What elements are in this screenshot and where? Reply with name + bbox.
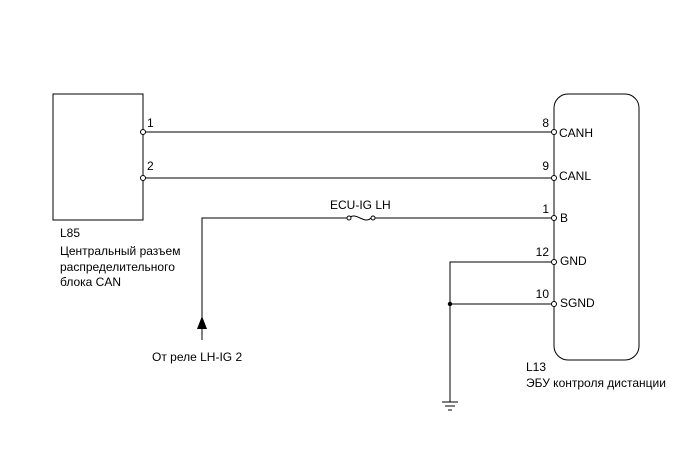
power-wire [201,217,349,318]
ecu-l13-box [553,93,640,361]
l13-pin-1-terminal [551,215,557,221]
l13-pin-12-name: GND [560,254,587,268]
l13-pin-8-terminal [551,129,557,135]
l13-pin-1-number: 1 [542,202,549,216]
l13-pin-10-name: SGND [560,296,595,310]
fuse-left-terminal [346,215,352,221]
fuse-right-terminal [370,215,376,221]
l13-pin-12-number: 12 [536,245,550,259]
l13-pin-1-name: B [560,211,568,225]
l85-pin-2-number: 2 [147,159,154,173]
l13-pin-9-terminal [551,175,557,181]
relay-arrow-icon [197,316,207,329]
l13-pin-10-number: 10 [536,287,550,301]
ecu-l13-id: L13 [526,360,546,374]
relay-source-label: От реле LH-IG 2 [152,350,242,364]
gnd-wire [449,261,554,402]
l13-pin-9-number: 9 [542,159,549,173]
connector-l85-name-line-3: блока CAN [60,275,121,289]
connector-l85-box [52,93,144,221]
l13-pin-8-name: CANH [559,126,593,140]
l13-pin-9-name: CANL [559,169,591,183]
ecu-l13-name: ЭБУ контроля дистанции [526,376,666,390]
l85-pin-1-number: 1 [147,116,154,130]
connector-l85-name-line-2: распределительного [60,260,175,274]
l13-pin-8-number: 8 [542,116,549,130]
l85-pin-2-terminal [140,175,146,181]
l13-pin-12-terminal [551,259,557,265]
ground-icon [442,401,458,411]
l13-pin-10-terminal [551,301,557,307]
l85-pin-1-terminal [140,129,146,135]
fuse-symbol [348,215,372,221]
fuse-label: ECU-IG LH [330,198,391,212]
connector-l85-name-line-1: Центральный разъем [60,244,180,258]
connector-l85-id: L85 [60,226,80,240]
ground-junction [447,301,453,307]
